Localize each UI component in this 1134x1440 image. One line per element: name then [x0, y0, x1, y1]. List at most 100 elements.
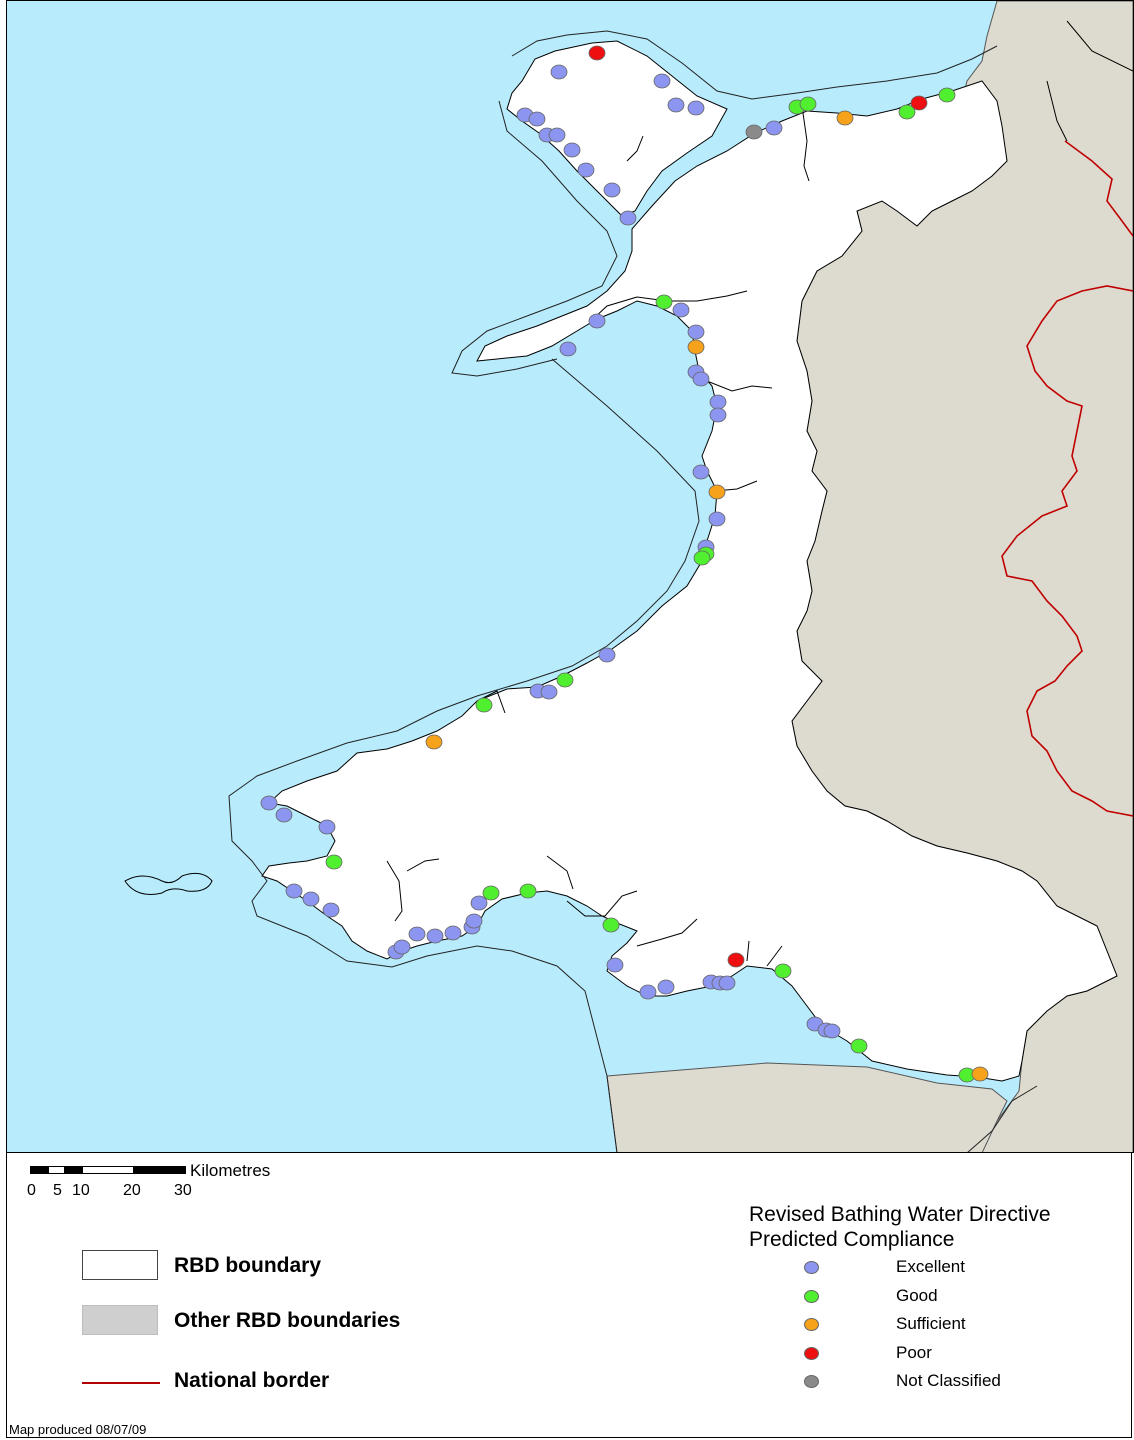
bathing-site-excellent[interactable]	[639, 984, 657, 1000]
scale-tick-label: 0	[27, 1182, 36, 1199]
bathing-site-excellent[interactable]	[708, 511, 726, 527]
bathing-site-good[interactable]	[482, 885, 500, 901]
bathing-site-excellent[interactable]	[598, 647, 616, 663]
bathing-site-excellent[interactable]	[322, 902, 340, 918]
bathing-site-excellent[interactable]	[709, 407, 727, 423]
bathing-site-poor[interactable]	[910, 95, 928, 111]
bathing-site-excellent[interactable]	[692, 464, 710, 480]
bathing-site-good[interactable]	[938, 87, 956, 103]
bathing-site-excellent[interactable]	[588, 313, 606, 329]
bathing-site-excellent[interactable]	[550, 64, 568, 80]
legend-dot-not-classified	[804, 1375, 819, 1388]
bathing-site-excellent[interactable]	[426, 928, 444, 944]
legend-label-not-classified: Not Classified	[896, 1371, 1001, 1390]
bathing-site-excellent[interactable]	[577, 162, 595, 178]
bathing-site-excellent[interactable]	[606, 957, 624, 973]
bathing-site-good[interactable]	[475, 697, 493, 713]
legend-label-poor: Poor	[896, 1342, 932, 1362]
compliance-legend-title: Revised Bathing Water Directive Predicte…	[749, 1202, 1051, 1252]
bathing-site-excellent[interactable]	[687, 324, 705, 340]
bathing-site-sufficient[interactable]	[708, 484, 726, 500]
bathing-site-excellent[interactable]	[687, 100, 705, 116]
bathing-site-excellent[interactable]	[603, 182, 621, 198]
scale-tick-label: 10	[72, 1182, 90, 1199]
map-date: Map produced 08/07/09	[9, 1422, 147, 1437]
bathing-site-excellent[interactable]	[408, 926, 426, 942]
bathing-site-sufficient[interactable]	[836, 110, 854, 126]
river	[406, 858, 440, 872]
river	[636, 918, 698, 947]
river	[1066, 20, 1133, 72]
bathing-site-sufficient[interactable]	[971, 1066, 989, 1082]
bathing-site-excellent[interactable]	[559, 341, 577, 357]
river	[546, 855, 574, 890]
bathing-site-excellent[interactable]	[528, 111, 546, 127]
river	[802, 112, 810, 182]
other-rbd-label: Other RBD boundaries	[174, 1309, 401, 1332]
bathing-site-good[interactable]	[693, 550, 711, 566]
bathing-site-excellent[interactable]	[563, 142, 581, 158]
bathing-site-excellent[interactable]	[653, 73, 671, 89]
bathing-site-poor[interactable]	[727, 952, 745, 968]
bathing-site-excellent[interactable]	[692, 371, 710, 387]
bathing-site-good[interactable]	[655, 294, 673, 310]
bathing-site-good[interactable]	[325, 854, 343, 870]
bathing-site-good[interactable]	[602, 917, 620, 933]
river	[746, 940, 783, 967]
scale-segment	[30, 1166, 48, 1174]
bathing-site-excellent[interactable]	[765, 120, 783, 136]
bathing-site-not-classified[interactable]	[745, 124, 763, 140]
bathing-site-good[interactable]	[556, 672, 574, 688]
legend-dot-excellent	[804, 1261, 819, 1274]
bathing-site-excellent[interactable]	[393, 939, 411, 955]
bathing-site-good[interactable]	[898, 104, 916, 120]
compliance-title-line2: Predicted Compliance	[749, 1228, 955, 1251]
legend-label-excellent: Excellent	[896, 1257, 965, 1276]
bathing-site-excellent[interactable]	[718, 975, 736, 991]
bathing-site-excellent[interactable]	[672, 302, 690, 318]
legend-dot-sufficient	[804, 1318, 819, 1331]
bathing-site-excellent[interactable]	[318, 819, 336, 835]
bathing-site-good[interactable]	[519, 883, 537, 899]
bathing-site-excellent[interactable]	[667, 97, 685, 113]
bathing-site-good[interactable]	[799, 96, 817, 112]
bathing-site-excellent[interactable]	[619, 210, 637, 226]
scale-segment	[65, 1166, 82, 1174]
scale-bar	[30, 1166, 186, 1174]
rbd-boundary-label: RBD boundary	[174, 1254, 321, 1277]
bathing-site-excellent[interactable]	[540, 684, 558, 700]
scale-tick-label: 30	[174, 1182, 192, 1199]
river	[1046, 80, 1068, 142]
scale-segment	[48, 1166, 65, 1174]
scale-segment	[82, 1166, 134, 1174]
national-border-swatch	[82, 1382, 160, 1384]
bathing-site-good[interactable]	[850, 1038, 868, 1054]
bathing-site-good[interactable]	[774, 963, 792, 979]
bathing-site-excellent[interactable]	[709, 394, 727, 410]
scale-segment	[134, 1166, 186, 1174]
bathing-site-excellent[interactable]	[657, 979, 675, 995]
compliance-title-line1: Revised Bathing Water Directive	[749, 1203, 1051, 1226]
bathing-site-excellent[interactable]	[444, 925, 462, 941]
bathing-site-poor[interactable]	[588, 45, 606, 61]
bathing-site-excellent[interactable]	[470, 895, 488, 911]
bathing-site-excellent[interactable]	[465, 913, 483, 929]
bathing-water-sites	[260, 45, 989, 1083]
bathing-site-excellent[interactable]	[302, 891, 320, 907]
other-rbd-land-south	[606, 1062, 1008, 1153]
bathing-site-sufficient[interactable]	[425, 734, 443, 750]
rbd-boundary-swatch	[82, 1250, 158, 1280]
bathing-site-sufficient[interactable]	[687, 339, 705, 355]
legend-dot-poor	[804, 1346, 819, 1360]
scale-unit-label: Kilometres	[190, 1161, 271, 1180]
legend-label-good: Good	[896, 1285, 938, 1305]
river	[566, 890, 638, 917]
bathing-site-excellent[interactable]	[260, 795, 278, 811]
bathing-site-excellent[interactable]	[285, 883, 303, 899]
bathing-water-map	[7, 1, 1133, 1153]
bathing-site-excellent[interactable]	[823, 1023, 841, 1039]
legend-dot-good	[804, 1289, 819, 1303]
island	[124, 872, 213, 895]
bathing-site-excellent[interactable]	[548, 127, 566, 143]
bathing-site-excellent[interactable]	[275, 807, 293, 823]
